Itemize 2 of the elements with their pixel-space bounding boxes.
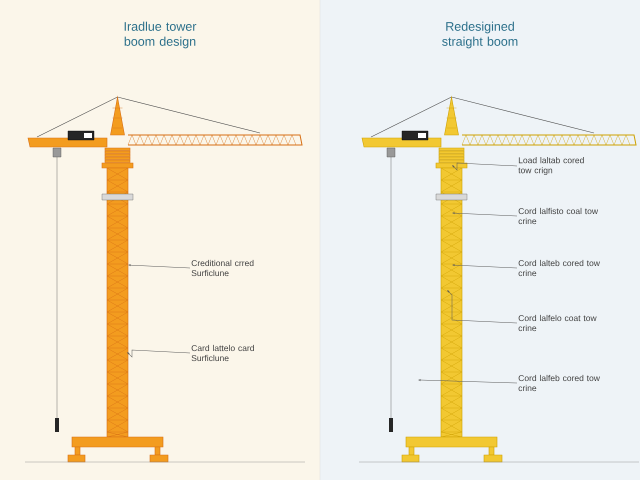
panel-title: Redesigined straight boom — [442, 22, 518, 48]
panel-title: Iradlue tower boom design — [124, 22, 196, 48]
